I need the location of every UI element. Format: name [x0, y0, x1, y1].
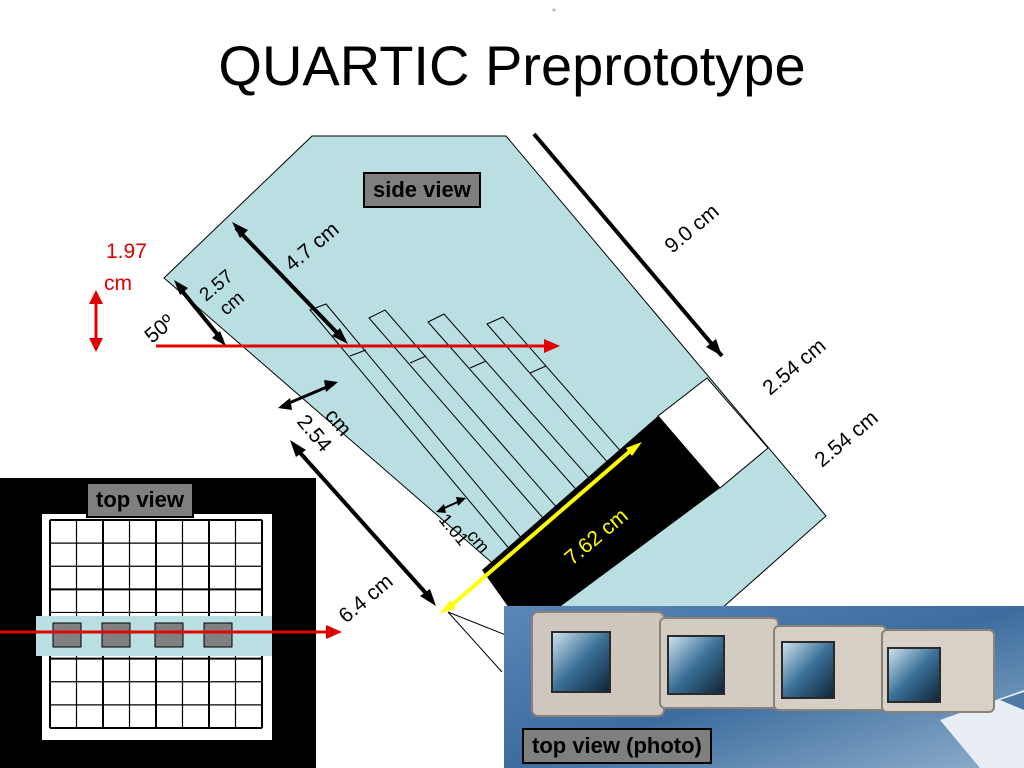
quartz-bar: [486, 316, 661, 505]
arrowhead: [174, 280, 188, 295]
photo-stripe: [940, 690, 1024, 768]
label-2-54-cm-a: 2.54 cm: [758, 334, 830, 400]
top-view-photo: [504, 606, 1024, 768]
bar-segment: [529, 365, 547, 374]
arrowhead: [332, 328, 348, 344]
side-view-detector: [89, 132, 827, 687]
arrowhead: [420, 589, 436, 606]
label-9-0-cm: 9.0 cm: [660, 200, 723, 258]
arrowhead: [89, 338, 103, 352]
top-view-photo-tag: top view (photo): [522, 728, 712, 764]
artifact-dot: [552, 8, 556, 12]
bar-segment: [409, 355, 427, 364]
bar-cross-section: [154, 622, 184, 648]
label-1-97: 1.97: [106, 240, 147, 263]
quartz-window: [887, 647, 941, 703]
photo-stripe: [1000, 692, 1024, 710]
label-6-4-cm: 6.4 cm: [334, 570, 397, 628]
arrowhead: [212, 331, 226, 346]
label-angle-50: 50º: [140, 310, 179, 348]
quartz-window: [781, 641, 835, 699]
arrowhead: [232, 222, 248, 238]
quartz-window: [551, 631, 611, 693]
arrowhead: [436, 504, 446, 513]
yellow-dimension-arrow: [444, 444, 638, 612]
side-view-tag: side view: [363, 172, 481, 208]
bar-cross-section: [203, 622, 233, 648]
quartz-window: [667, 635, 725, 695]
top-view-panel: [0, 478, 342, 768]
bar-cross-section: [101, 622, 131, 648]
quartz-bars: [309, 303, 661, 577]
quartz-bar: [368, 309, 593, 557]
dimension-arrow: [532, 132, 724, 358]
label-2-54-cm-b: 2.54 cm: [810, 406, 882, 472]
extension-line: [447, 611, 503, 673]
arrowhead: [440, 600, 456, 614]
dimension-arrow: [292, 444, 434, 602]
quartz-bar: [427, 313, 629, 531]
arrowhead: [626, 442, 642, 456]
bar-cross-section: [52, 622, 82, 648]
radiator-body: [163, 135, 827, 687]
bar-segment: [349, 349, 367, 357]
dimension-arrow: [176, 284, 224, 342]
arrowhead: [89, 290, 103, 304]
arrowhead: [324, 380, 338, 392]
mcp-pmt-block: [482, 416, 720, 632]
bar-segment: [469, 360, 487, 369]
arrowhead: [278, 398, 292, 410]
arrowhead: [326, 625, 342, 639]
top-view-tag: top view: [86, 482, 195, 518]
arrowhead: [706, 339, 722, 356]
arrowhead: [544, 339, 560, 353]
arrowhead: [456, 497, 466, 506]
dimension-arrow: [234, 226, 346, 342]
label-1-97-unit: cm: [104, 272, 132, 295]
slide-title: QUARTIC Preprototype: [218, 34, 806, 97]
quartz-bar: [309, 303, 549, 577]
arrowhead: [290, 440, 306, 457]
